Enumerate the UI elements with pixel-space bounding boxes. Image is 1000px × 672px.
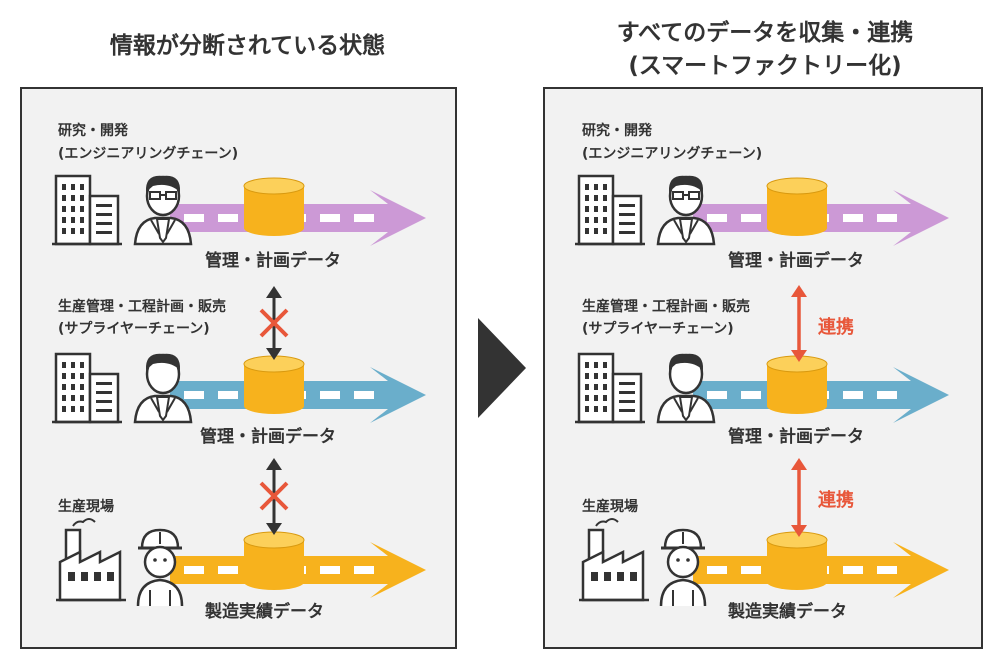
cross-icon bbox=[259, 481, 289, 511]
database-icon bbox=[243, 177, 305, 236]
left-row2-label-line1: 生産管理・工程計画・販売 bbox=[58, 299, 226, 315]
left-row3-data-label: 製造実績データ bbox=[205, 602, 324, 622]
left-row3-label-line1: 生産現場 bbox=[58, 499, 114, 515]
right-panel bbox=[543, 87, 983, 649]
double-arrow-icon bbox=[791, 285, 807, 362]
building-icon bbox=[52, 352, 122, 424]
right-title-line2: (スマートファクトリー化) bbox=[628, 53, 902, 79]
businessman-icon bbox=[133, 353, 193, 424]
left-row1-label-line2: (エンジニアリングチェーン) bbox=[58, 146, 239, 162]
right-row2-label-line1: 生産管理・工程計画・販売 bbox=[582, 299, 750, 315]
right-row2-label-line2: (サプライヤーチェーン) bbox=[582, 321, 734, 337]
database-icon bbox=[766, 531, 828, 590]
hardhat-worker-icon bbox=[136, 528, 184, 607]
cross-icon bbox=[259, 308, 289, 338]
hardhat-worker-icon bbox=[659, 528, 707, 607]
right-title-line1: すべてのデータを収集・連携 bbox=[616, 20, 914, 46]
right-row2-data-label: 管理・計画データ bbox=[728, 427, 864, 447]
right-row1-label-line2: (エンジニアリングチェーン) bbox=[582, 146, 763, 162]
right-row3-label-line1: 生産現場 bbox=[582, 499, 638, 515]
link-label-lower: 連携 bbox=[818, 490, 854, 511]
factory-icon bbox=[56, 518, 126, 602]
double-arrow-icon bbox=[791, 458, 807, 537]
database-icon bbox=[243, 531, 305, 590]
left-title: 情報が分断されている状態 bbox=[109, 33, 386, 59]
left-row2-label-line2: (サプライヤーチェーン) bbox=[58, 321, 210, 337]
database-icon bbox=[766, 355, 828, 414]
businessman-icon bbox=[656, 353, 716, 424]
right-row1-data-label: 管理・計画データ bbox=[728, 251, 864, 271]
left-row2-data-label: 管理・計画データ bbox=[200, 427, 336, 447]
right-row3-data-label: 製造実績データ bbox=[728, 602, 847, 622]
left-row1-label-line1: 研究・開発 bbox=[58, 123, 128, 139]
factory-icon bbox=[579, 518, 649, 602]
chevron-right-icon bbox=[478, 318, 526, 418]
building-icon bbox=[52, 174, 122, 246]
left-row1-data-label: 管理・計画データ bbox=[205, 251, 341, 271]
building-icon bbox=[575, 352, 645, 424]
building-icon bbox=[575, 174, 645, 246]
database-icon bbox=[243, 355, 305, 414]
link-label-upper: 連携 bbox=[818, 317, 854, 338]
right-row1-label-line1: 研究・開発 bbox=[582, 123, 652, 139]
businessman-icon bbox=[133, 175, 193, 246]
businessman-icon bbox=[656, 175, 716, 246]
database-icon bbox=[766, 177, 828, 236]
